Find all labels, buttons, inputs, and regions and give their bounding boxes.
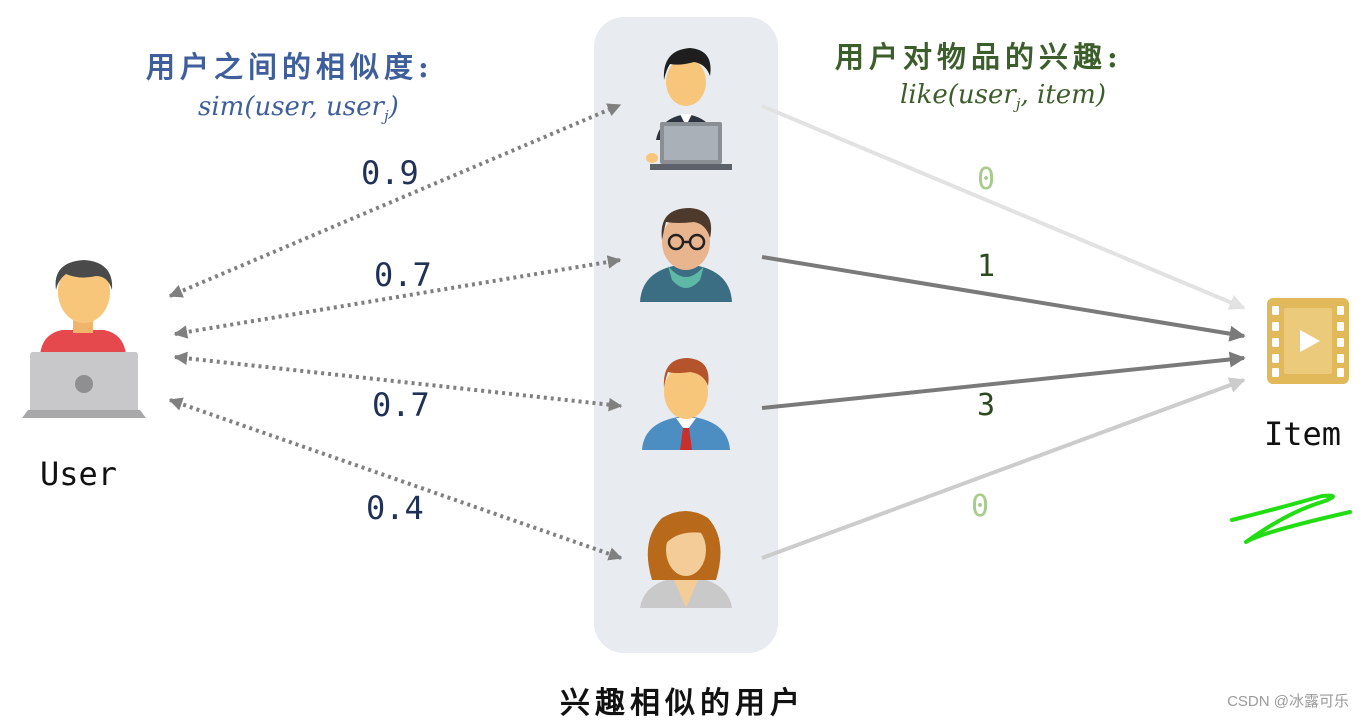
similar-users-label: 兴趣相似的用户 bbox=[560, 686, 805, 721]
similarity-value-4: 0.4 bbox=[366, 489, 424, 527]
similarity-formula: sim(user, userj) bbox=[198, 92, 399, 125]
similar-users-panel bbox=[594, 17, 778, 653]
user-label: User bbox=[40, 455, 118, 493]
tie-man-icon bbox=[642, 358, 730, 450]
interest-edge-1 bbox=[761, 104, 1246, 310]
interest-title: 用户对物品的兴趣: bbox=[835, 40, 1123, 74]
interest-formula-end: , item) bbox=[1020, 80, 1106, 110]
interest-value-2: 1 bbox=[977, 249, 996, 284]
interest-formula-sub: j bbox=[1015, 95, 1021, 113]
interest-edge-3 bbox=[761, 351, 1246, 410]
interest-value-4: 0 bbox=[971, 489, 990, 524]
watermark-credit: CSDN @冰露可乐 bbox=[1227, 693, 1349, 710]
interest-edge-4 bbox=[761, 377, 1246, 560]
similarity-formula-sub: j bbox=[383, 107, 389, 125]
glasses-man-icon bbox=[640, 208, 732, 302]
interest-value-1: 0 bbox=[977, 162, 996, 197]
interest-formula: like(userj, item) bbox=[900, 80, 1106, 113]
interest-edge-2 bbox=[761, 255, 1246, 342]
item-label: Item bbox=[1264, 415, 1342, 453]
similarity-title: 用户之间的相似度: bbox=[146, 50, 434, 84]
interest-value-3: 3 bbox=[977, 388, 996, 423]
businessman-desk-icon bbox=[646, 48, 732, 170]
similarity-value-3: 0.7 bbox=[372, 386, 430, 424]
similarity-edge-4 bbox=[168, 397, 623, 561]
woman-icon bbox=[640, 511, 732, 608]
similarity-formula-main: sim(user, user bbox=[198, 92, 384, 122]
interest-formula-main: like(user bbox=[900, 80, 1016, 110]
similarity-value-2: 0.7 bbox=[374, 256, 432, 294]
user-laptop-icon bbox=[22, 260, 146, 418]
similarity-value-1: 0.9 bbox=[361, 154, 419, 192]
similarity-edges bbox=[168, 103, 623, 561]
similarity-edge-1 bbox=[168, 103, 622, 298]
similarity-edge-2 bbox=[173, 255, 622, 339]
green-scribble bbox=[1230, 493, 1352, 544]
similarity-formula-end: ) bbox=[388, 92, 399, 122]
film-play-icon bbox=[1267, 298, 1349, 384]
interest-edges bbox=[761, 104, 1246, 560]
